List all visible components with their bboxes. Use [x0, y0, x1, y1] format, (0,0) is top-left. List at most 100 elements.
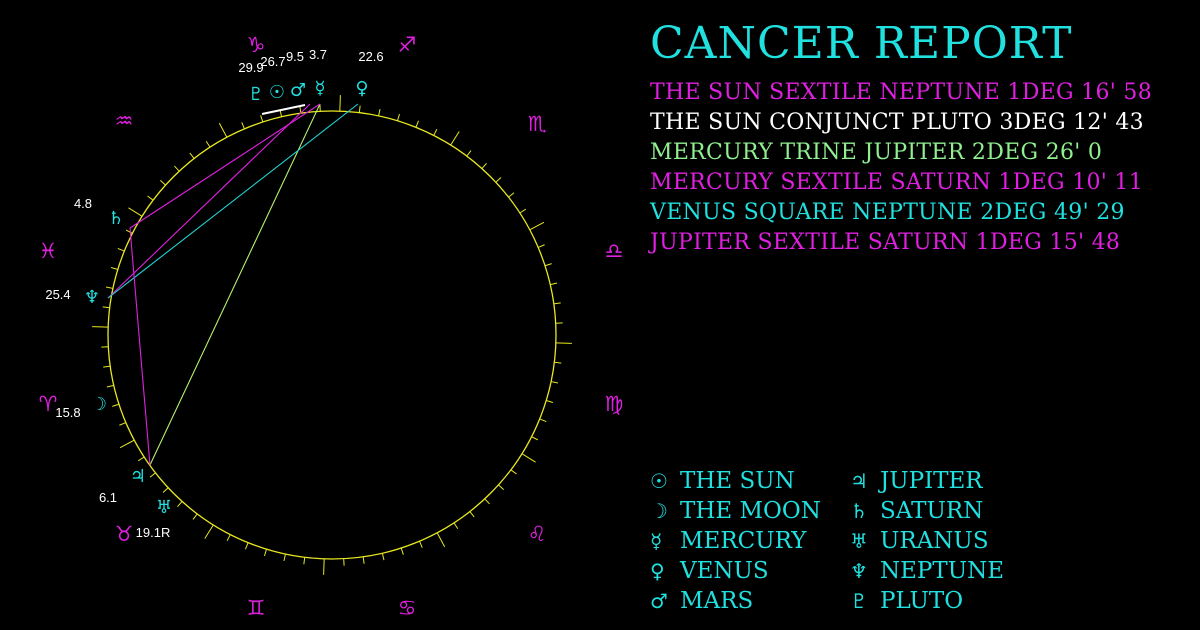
ring-tick [137, 456, 145, 462]
ring-tick [419, 540, 423, 548]
zodiac-taurus-icon: ♉ [115, 522, 134, 546]
pluto-degree-label: 29.9 [238, 60, 263, 75]
zodiac-aquarius-icon: ♒ [115, 109, 134, 133]
ring-tick [339, 95, 341, 112]
legend-item-saturn: ♄SATURN [850, 498, 983, 524]
pluto-icon: ♇ [248, 84, 264, 105]
zodiac-virgo-icon: ♍ [605, 392, 624, 416]
ring-tick [519, 208, 527, 214]
venus-icon: ♀ [650, 559, 665, 583]
legend-label: THE MOON [680, 498, 821, 524]
ring-tick [551, 381, 559, 384]
neptune-icon: ♆ [850, 559, 868, 583]
ring-tick [358, 105, 361, 113]
ring-tick [112, 403, 120, 407]
legend-label: VENUS [680, 558, 769, 584]
zodiac-gemini-icon: ♊ [247, 596, 266, 620]
aspect-line-sun-neptune [107, 103, 311, 299]
uranus-icon: ♅ [156, 497, 172, 518]
legend-item-sun: ☉THE SUN [650, 468, 795, 494]
ring-tick [546, 400, 554, 404]
report-title: CANCER REPORT [650, 18, 1073, 69]
ring-tick [189, 152, 195, 159]
ring-tick [554, 361, 562, 364]
legend-label: SATURN [880, 498, 984, 524]
ring-tick [466, 150, 472, 157]
ring-tick [125, 229, 133, 234]
ring-tick [362, 556, 365, 564]
aspect-item: JUPITER SEXTILE SATURN 1DEG 15' 48 [650, 230, 1121, 255]
ring-tick [550, 282, 558, 286]
mercury-degree-label: 3.7 [309, 47, 327, 62]
ring-tick [529, 221, 545, 231]
neptune-degree-label: 25.4 [45, 287, 70, 302]
jupiter-icon: ♃ [130, 466, 146, 487]
zodiac-scorpio-icon: ♏ [528, 112, 547, 136]
ring-tick [323, 558, 325, 575]
ring-tick [159, 180, 166, 186]
venus-icon: ♀ [355, 78, 368, 99]
ring-tick [106, 384, 114, 388]
ring-tick [381, 553, 385, 561]
ring-tick [205, 140, 211, 148]
aspect-item: VENUS SQUARE NEPTUNE 2DEG 49' 29 [650, 200, 1125, 225]
zodiac-capricorn-icon: ♑ [247, 33, 266, 57]
ring-tick [174, 165, 180, 172]
chart-ring [107, 110, 557, 560]
legend-item-moon: ☽ THE MOON [650, 498, 821, 524]
legend-item-mars: ♂MARS [650, 588, 753, 614]
zodiac-pisces-icon: ♓ [39, 239, 58, 263]
ring-tick [481, 162, 487, 169]
zodiac-leo-icon: ♌ [528, 522, 547, 546]
ring-tick [531, 436, 539, 441]
mars-icon: ♂ [650, 589, 668, 613]
moon-icon: ☽ [91, 394, 107, 415]
uranus-icon: ♅ [850, 529, 868, 553]
ring-tick [218, 122, 228, 138]
ring-tick [119, 439, 135, 449]
legend-item-jupiter: ♃JUPITER [850, 468, 983, 494]
legend-label: JUPITER [880, 468, 983, 494]
ring-tick [204, 524, 214, 539]
mars-degree-label: 9.5 [286, 49, 304, 64]
ring-tick [119, 422, 127, 426]
ring-tick [162, 487, 169, 493]
ring-tick [453, 522, 459, 530]
mercury-icon: ☿ [650, 529, 663, 553]
zodiac-libra-icon: ♎ [605, 239, 624, 263]
legend-item-pluto: ♇PLUTO [850, 588, 963, 614]
ring-tick [537, 244, 545, 248]
ring-tick [128, 207, 143, 217]
aspect-line-sun-pluto [261, 104, 306, 115]
ring-tick [103, 365, 111, 368]
moon-icon: ☽ [650, 499, 668, 523]
aspect-line-mercury-saturn [129, 103, 321, 229]
venus-degree-label: 22.6 [358, 49, 383, 64]
ring-tick [149, 472, 156, 478]
ring-tick [553, 302, 561, 305]
aspect-list: THE SUN SEXTILE NEPTUNE 1DEG 16' 58 THE … [650, 78, 1152, 258]
ring-tick [484, 498, 490, 505]
legend-label: URANUS [880, 528, 989, 554]
ring-tick [498, 484, 505, 490]
sun-icon: ☉ [269, 82, 285, 103]
ring-tick [378, 108, 381, 116]
ring-tick [92, 326, 109, 328]
sun-icon: ☉ [650, 469, 668, 493]
chart-ring-ticks [92, 95, 572, 575]
aspect-line-jupiter-saturn [129, 227, 151, 466]
aspect-line-venus-neptune [107, 103, 359, 299]
legend-item-mercury: ☿ MERCURY [650, 528, 806, 554]
legend-item-uranus: ♅ URANUS [850, 528, 989, 554]
ring-tick [400, 547, 404, 555]
ring-tick [283, 554, 286, 562]
ring-tick [495, 177, 502, 183]
pluto-icon: ♇ [850, 589, 868, 613]
mercury-icon: ☿ [314, 78, 325, 99]
mars-icon: ♂ [290, 80, 306, 101]
legend-label: MERCURY [680, 528, 807, 554]
ring-tick [433, 128, 438, 136]
saturn-icon: ♄ [108, 208, 124, 229]
ring-tick [263, 549, 267, 557]
ring-tick [147, 195, 154, 201]
